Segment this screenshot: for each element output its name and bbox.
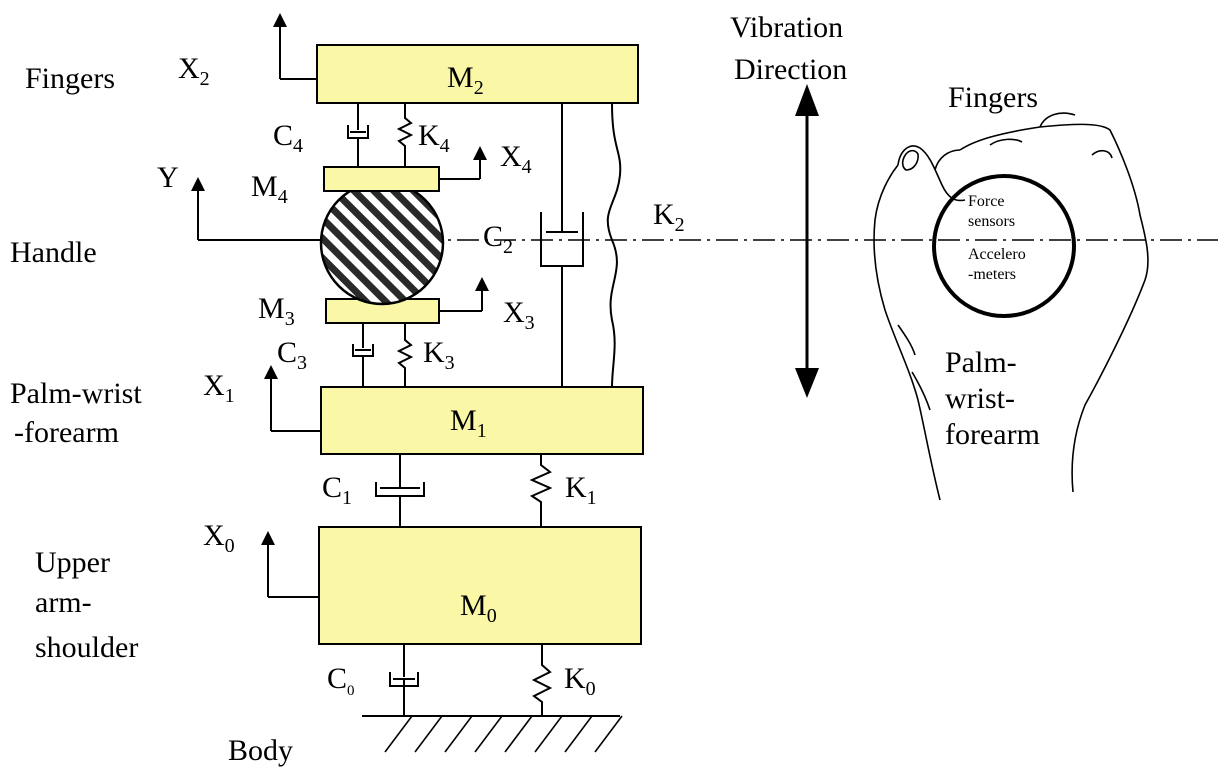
fingers-right-label: Fingers [948, 81, 1038, 114]
damper-c4 [347, 103, 369, 167]
vibration-direction-arrow [795, 84, 819, 398]
m3-label: M3 [258, 292, 295, 330]
c3-label: C3 [277, 336, 307, 374]
damper-c2 [540, 103, 584, 387]
x3-label: X3 [503, 296, 535, 334]
force-sensors-label-line2: sensors [968, 213, 1015, 230]
spring-k1 [529, 454, 553, 527]
vibration-label-line1: Vibration [730, 11, 843, 44]
palm-right-label-line3: forearm [945, 418, 1040, 451]
c1-label: C1 [322, 471, 352, 509]
upper-arm-label-line2: arm- [35, 586, 92, 619]
x4-arrow [439, 146, 487, 180]
ground [362, 715, 623, 753]
accelerometers-label-line2: -meters [968, 266, 1016, 283]
upper-arm-label-line3: shoulder [35, 631, 138, 664]
x0-label: X0 [203, 519, 235, 557]
palm-wrist-label-line2: -forearm [14, 416, 119, 449]
palm-wrist-label-line1: Palm-wrist [10, 377, 142, 410]
body-label: Body [228, 734, 293, 767]
x1-label: X1 [203, 369, 235, 407]
y-label: Y [157, 161, 179, 194]
handle-label: Handle [10, 236, 97, 269]
handle-circle [319, 180, 445, 306]
m2-label: M2 [447, 61, 484, 99]
mass-m1 [320, 386, 644, 455]
mass-m0 [318, 526, 642, 645]
palm-right-label-line1: Palm- [945, 346, 1017, 379]
palm-right-label-line2: wrist- [945, 382, 1015, 415]
mass-m4 [323, 166, 440, 192]
x0-arrow [261, 531, 319, 598]
c2-label: C2 [483, 220, 513, 258]
k1-label: K1 [565, 471, 597, 509]
m0-label: M0 [460, 589, 497, 627]
mass-m2 [316, 44, 639, 104]
spring-k2 [606, 102, 622, 388]
m1-label: M1 [450, 404, 487, 442]
x2-label: X2 [178, 52, 210, 90]
vibration-label-line2: Direction [734, 53, 847, 86]
y-arrow [191, 177, 321, 241]
fingers-label: Fingers [25, 62, 115, 95]
damper-c0 [389, 644, 419, 716]
x2-arrow [273, 13, 317, 80]
accelerometers-label-line1: Accelero [968, 246, 1026, 263]
force-sensors-label-line1: Force [968, 193, 1004, 210]
x4-label: X4 [500, 140, 532, 178]
c0-label: C0 [327, 662, 355, 699]
k0-label: K0 [564, 662, 596, 700]
damper-c1 [375, 454, 425, 527]
c4-label: C4 [273, 119, 303, 157]
spring-k4 [396, 103, 414, 167]
damper-c3 [352, 323, 374, 387]
m4-label: M4 [251, 170, 288, 208]
x3-arrow [439, 277, 489, 312]
upper-arm-label-line1: Upper [35, 546, 110, 579]
spring-k0 [531, 644, 553, 716]
k3-label: K3 [423, 336, 455, 374]
k4-label: K4 [418, 119, 450, 157]
spring-k3 [396, 323, 414, 387]
k2-label: K2 [653, 198, 685, 236]
hand-sketch [873, 112, 1149, 501]
x1-arrow [264, 365, 321, 432]
